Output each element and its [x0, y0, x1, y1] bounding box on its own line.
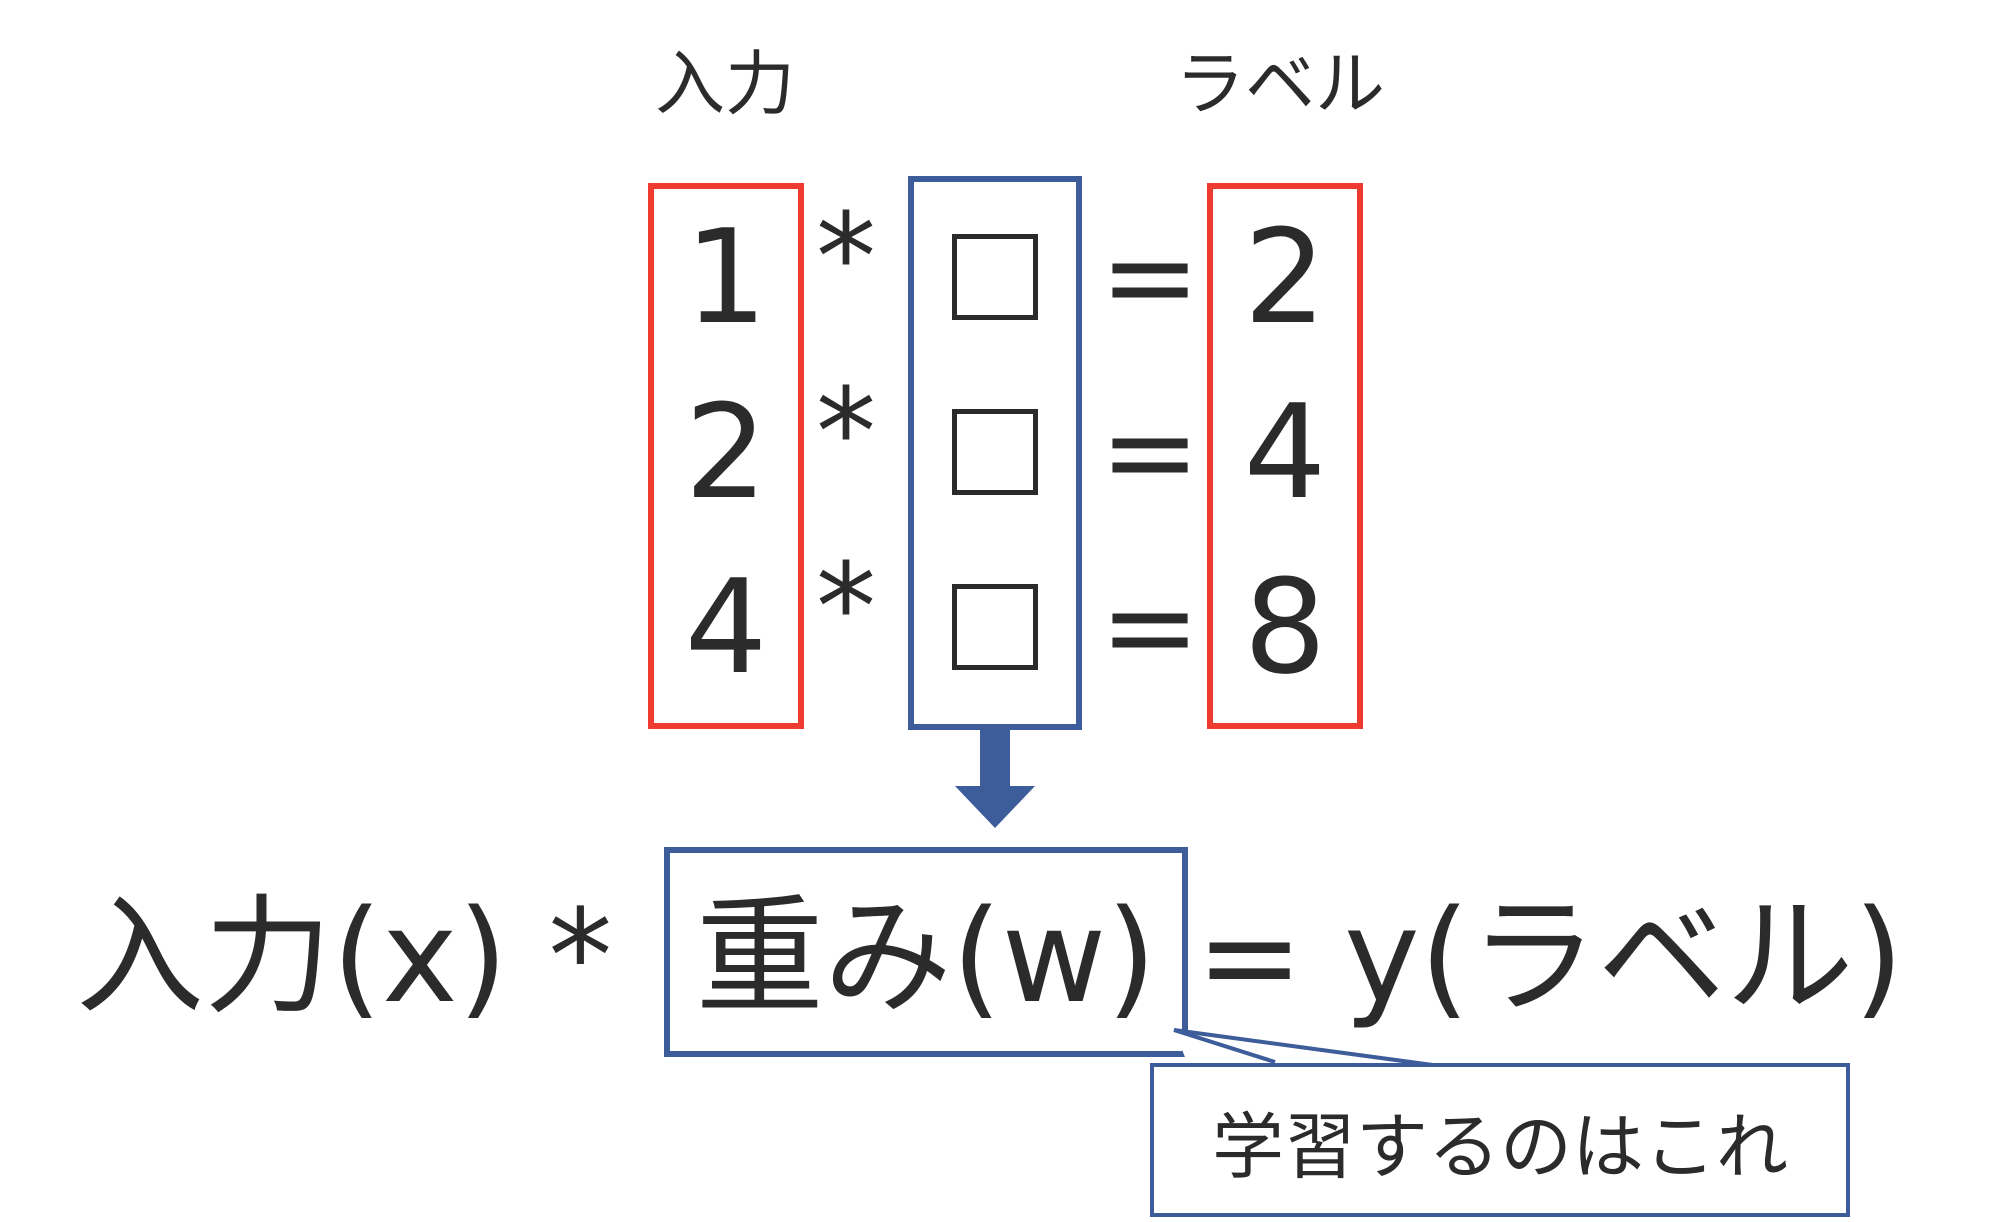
formula-weight-part: 重み(w)	[695, 882, 1157, 1032]
formula-input-part: 入力(x) *	[76, 882, 613, 1032]
input-column-box	[648, 183, 804, 729]
multiply-operator: *	[816, 538, 876, 678]
weight-blank	[908, 372, 1082, 532]
input-column-header: 入力	[655, 42, 795, 125]
blank-square-icon	[952, 584, 1038, 670]
blank-square-icon	[952, 409, 1038, 495]
input-value: 1	[684, 201, 768, 353]
label-value: 2	[1243, 201, 1327, 353]
multiply-operator: *	[816, 188, 876, 328]
callout-text: 学習するのはこれ	[1211, 1104, 1788, 1189]
down-arrow-icon	[955, 728, 1035, 828]
label-column-box	[1207, 183, 1363, 729]
equals-operator: =	[1099, 207, 1201, 347]
callout-box	[1150, 1063, 1850, 1217]
weight-column-box	[908, 176, 1082, 730]
label-value: 8	[1243, 551, 1327, 703]
equals-operator: =	[1099, 557, 1201, 697]
weight-blank	[908, 197, 1082, 357]
label-column-header: ラベル	[1175, 42, 1385, 125]
multiply-operator: *	[816, 363, 876, 503]
input-value: 4	[684, 551, 768, 703]
formula-weight-box	[664, 847, 1188, 1057]
input-value: 2	[684, 376, 768, 528]
formula-output-part: = y(ラベル)	[1196, 882, 1904, 1032]
blank-square-icon	[952, 234, 1038, 320]
equals-operator: =	[1099, 382, 1201, 522]
label-value: 4	[1243, 376, 1327, 528]
weight-blank	[908, 547, 1082, 707]
